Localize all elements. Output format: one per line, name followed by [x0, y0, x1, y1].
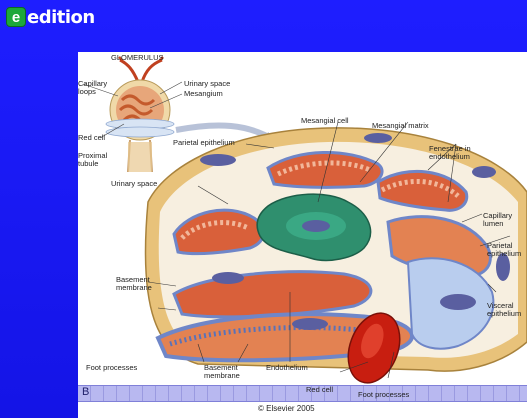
- label-red-cell-left: Red cell: [78, 134, 105, 142]
- label-parietal-epithelium-right: Parietal epithelium: [487, 242, 521, 258]
- label-capillary-loops: Capillary loops: [78, 80, 107, 96]
- edition-logo-text: edition: [27, 7, 95, 28]
- glomerulus-diagram: [78, 52, 527, 385]
- label-mesangium: Mesangium: [184, 90, 223, 98]
- label-glomerulus: GLOMERULUS: [111, 54, 164, 62]
- label-visceral-epithelium: Visceral epithelium: [487, 302, 521, 318]
- label-proximal-tubule: Proximal tubule: [78, 152, 107, 168]
- label-foot-processes-left: Foot processes: [86, 364, 137, 372]
- label-basement-membrane-left: Basement membrane: [116, 276, 152, 292]
- label-urinary-space-mid: Urinary space: [111, 180, 157, 188]
- label-mesangial-cell: Mesangial cell: [301, 117, 349, 125]
- label-capillary-lumen: Capillary lumen: [483, 212, 512, 228]
- copyright-text: © Elsevier 2005: [258, 404, 315, 413]
- label-mesangial-matrix: Mesangial matrix: [372, 122, 429, 130]
- label-endothelium: Endothelium: [266, 364, 308, 372]
- bottom-toolbar-strip: [78, 385, 527, 402]
- edition-logo: e edition: [6, 6, 95, 28]
- label-foot-processes-bottom: Foot processes: [358, 391, 409, 399]
- label-fenestrae: Fenestrae in endothelium: [429, 145, 471, 161]
- label-parietal-epithelium-top: Parietal epithelium: [173, 139, 235, 147]
- edition-logo-mark: e: [6, 7, 26, 27]
- label-red-cell-bottom: Red cell: [306, 386, 333, 394]
- label-urinary-space-top: Urinary space: [184, 80, 230, 88]
- label-basement-membrane-bottom: Basement membrane: [204, 364, 240, 380]
- strip-letter: B: [82, 386, 89, 398]
